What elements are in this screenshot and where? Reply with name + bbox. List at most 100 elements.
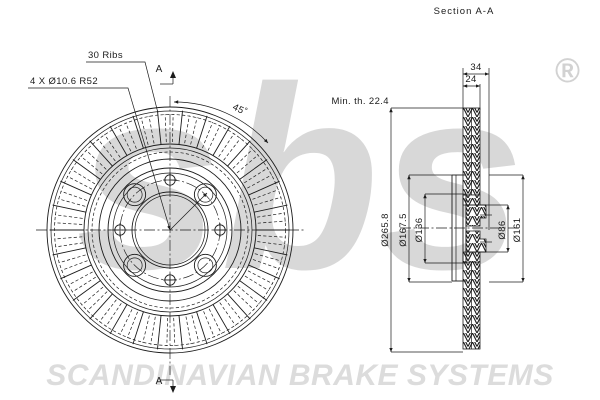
disc-thickness-label: 24 [465, 74, 476, 85]
cooling-rib [195, 309, 208, 345]
cooling-rib-hidden [55, 242, 83, 248]
dia-86-label: Ø86 [497, 220, 508, 239]
cooling-rib [52, 247, 88, 256]
friction-ring-inner-circles [83, 143, 257, 317]
cooling-rib-hidden [126, 311, 138, 338]
dia-167-label: Ø167.5 [398, 213, 409, 247]
cooling-rib-hidden [252, 189, 279, 200]
cooling-rib [252, 204, 288, 213]
cooling-rib-hidden [54, 214, 83, 219]
cooling-rib-hidden [85, 149, 107, 170]
cooling-rib [72, 159, 103, 181]
cooling-rib [246, 263, 280, 280]
hub-pocket-inner [197, 186, 214, 203]
cooling-rib-hidden [71, 276, 96, 293]
overall-thickness-label: 34 [470, 62, 481, 73]
hub-pocket [193, 183, 217, 207]
cooling-rib-hidden [244, 275, 270, 292]
cooling-rib-hidden [252, 259, 280, 270]
cooling-rib-hidden [173, 317, 176, 346]
watermark-layer: sbs ® SCANDINAVIAN BRAKE SYSTEMS [46, 34, 580, 392]
cooling-rib [237, 279, 268, 301]
cooling-rib [60, 263, 94, 280]
cooling-rib [109, 302, 129, 335]
cooling-rib-hidden [58, 254, 86, 264]
cooling-rib-hidden [125, 122, 137, 149]
scandinavian-brake-systems-watermark: SCANDINAVIAN BRAKE SYSTEMS [46, 359, 554, 392]
cooling-rib-hidden [166, 317, 168, 346]
cooling-rib-hidden [257, 235, 286, 238]
cooling-rib-hidden [232, 148, 254, 169]
cooling-rib [52, 204, 88, 213]
cooling-rib [178, 313, 183, 350]
cooling-rib [89, 140, 115, 168]
cooling-rib-hidden [61, 260, 88, 271]
cooling-rib-hidden [80, 155, 103, 175]
cooling-rib-hidden [54, 236, 83, 240]
cooling-rib-hidden [119, 309, 133, 335]
cooling-rib [109, 125, 129, 158]
min-thickness-label: Min. th. 22.4 [332, 96, 389, 107]
dia-136-label: Ø136 [414, 218, 425, 243]
cooling-rib-hidden [67, 271, 93, 286]
cooling-rib [225, 140, 251, 168]
bolt-hole-annotation-label: 4 X Ø10.6 R52 [30, 76, 98, 87]
section-marker-top-label: A [156, 64, 163, 75]
cooling-rib-hidden [247, 270, 273, 285]
cooling-rib [157, 313, 162, 350]
cooling-rib-hidden [164, 114, 167, 143]
dia-161-label: Ø161 [512, 218, 523, 243]
cooling-rib-hidden [247, 174, 273, 189]
cooling-rib [157, 110, 162, 147]
bolt-holes [113, 173, 227, 287]
vertical-dimensions: Ø265.8 Ø167.5 Ø136 Ø86 [380, 108, 525, 353]
cooling-ribs [50, 110, 290, 350]
cooling-rib-hidden [257, 241, 286, 246]
cooling-rib-hidden [236, 154, 259, 174]
cooling-rib [237, 159, 268, 181]
hub-pocket-inner [126, 186, 143, 203]
cooling-rib-hidden [237, 285, 260, 305]
cooling-rib [246, 180, 280, 197]
cooling-rib [252, 247, 288, 256]
cooling-rib-hidden [185, 316, 192, 345]
cooling-rib-hidden [148, 115, 155, 144]
cooling-rib-hidden [257, 220, 286, 224]
hub-pocket-inner [126, 257, 143, 274]
cooling-rib-hidden [54, 222, 83, 225]
cooling-rib-hidden [97, 138, 116, 162]
cooling-rib-hidden [142, 315, 150, 343]
front-view-annotations: 30 Ribs 4 X Ø10.6 R52 A A 45˚ [28, 50, 269, 393]
front-view [36, 96, 305, 375]
cooling-rib-hidden [118, 125, 132, 152]
outer-diameter-label: Ø265.8 [380, 213, 391, 247]
angle-arc [173, 100, 269, 144]
cooling-rib-hidden [150, 316, 156, 345]
cooling-rib-hidden [244, 167, 269, 184]
cooling-rib-hidden [224, 298, 243, 322]
section-title: Section A-A [434, 6, 495, 17]
hub-pocket [123, 253, 147, 277]
cooling-rib-hidden [254, 196, 282, 206]
cooling-rib-hidden [203, 311, 215, 338]
cooling-rib-hidden [60, 190, 88, 201]
cooling-rib-hidden [254, 253, 282, 262]
section-arrow-bottom [170, 386, 176, 393]
cooling-rib [89, 292, 115, 320]
cooling-rib [225, 292, 251, 320]
hub-pocket-inner [197, 257, 214, 274]
section-arrow-top [170, 71, 176, 78]
ribs-annotation-label: 30 Ribs [88, 50, 123, 61]
hub-pocket [193, 253, 217, 277]
cooling-rib-hidden [81, 286, 104, 306]
cooling-rib [132, 309, 145, 345]
registered-trademark-watermark: ® [554, 52, 580, 90]
cooling-rib-hidden [105, 303, 122, 327]
cooling-rib [211, 302, 231, 335]
cooling-rib-hidden [208, 308, 222, 335]
section-view: Section A-A [332, 6, 525, 353]
cooling-rib [60, 180, 94, 197]
cooling-rib-hidden [172, 114, 174, 143]
